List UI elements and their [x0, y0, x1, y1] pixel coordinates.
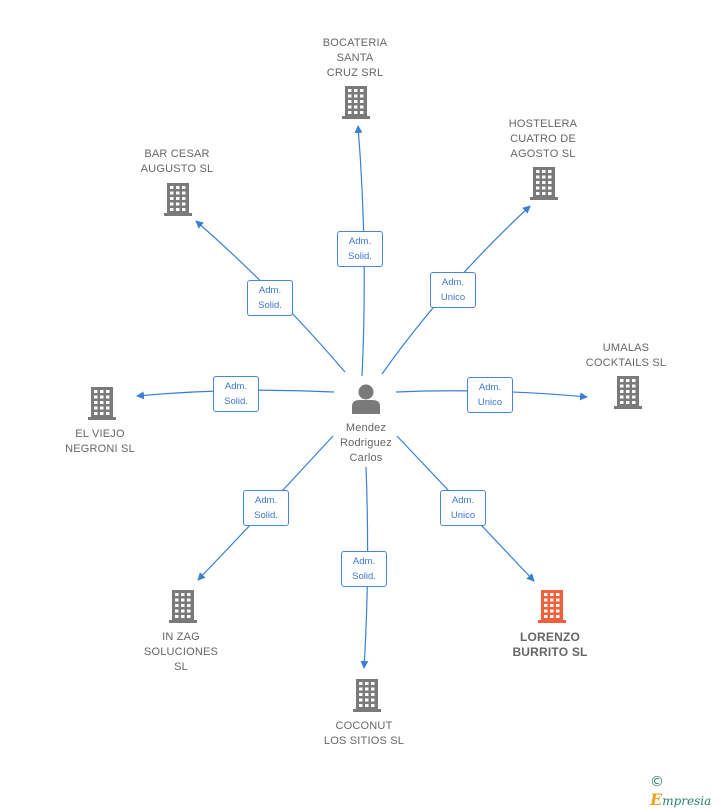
company-label-line: AGOSTO SL	[510, 148, 576, 160]
company-label-line: CUATRO DE	[510, 133, 576, 145]
company-label-bar-cesar[interactable]: BAR CESAR AUGUSTO SL	[117, 147, 237, 177]
building-icon-bocateria[interactable]	[342, 86, 370, 119]
person-icon[interactable]	[352, 384, 380, 415]
role-badge-hostelera[interactable]: Adm. Unico	[430, 272, 476, 308]
role-badge-bar-cesar[interactable]: Adm. Solid.	[247, 280, 293, 316]
building-icon-in-zag[interactable]	[169, 590, 197, 623]
company-label-line: HOSTELERA	[508, 118, 578, 130]
building-icon-el-viejo[interactable]	[88, 387, 116, 420]
role-badge-line: Unico	[450, 510, 476, 521]
role-badge-line: Solid.	[348, 251, 372, 262]
role-badge-lorenzo[interactable]: Adm. Unico	[440, 490, 486, 526]
role-badge-line: Solid.	[224, 396, 248, 407]
company-label-bocateria[interactable]: BOCATERIA SANTA CRUZ SRL	[295, 36, 415, 81]
role-badge-in-zag[interactable]: Adm. Solid.	[243, 490, 289, 526]
company-label-line: COCKTAILS SL	[585, 357, 667, 369]
center-name-line: Rodriguez	[340, 437, 392, 449]
role-badge-line: Adm.	[451, 495, 475, 506]
role-badge-line: Adm.	[258, 285, 282, 296]
company-label-line: EL VIEJO	[75, 428, 125, 440]
company-label-coconut[interactable]: COCONUT LOS SITIOS SL	[304, 719, 424, 749]
role-badge-line: Adm.	[254, 495, 278, 506]
company-label-hostelera[interactable]: HOSTELERA CUATRO DE AGOSTO SL	[483, 117, 603, 162]
role-badge-line: Solid.	[254, 510, 278, 521]
company-label-in-zag[interactable]: IN ZAG SOLUCIONES SL	[121, 630, 241, 675]
company-label-line: AUGUSTO SL	[140, 163, 214, 175]
building-icon-umalas[interactable]	[614, 376, 642, 409]
building-icon-hostelera[interactable]	[530, 167, 558, 200]
role-badge-line: Adm.	[441, 277, 465, 288]
role-badge-el-viejo[interactable]: Adm. Solid.	[213, 376, 259, 412]
company-label-line: SOLUCIONES	[143, 646, 219, 658]
company-label-line: UMALAS	[602, 342, 650, 354]
company-label-umalas[interactable]: UMALAS COCKTAILS SL	[566, 341, 686, 371]
building-icon-bar-cesar[interactable]	[164, 183, 192, 216]
role-badge-bocateria[interactable]: Adm. Solid.	[337, 231, 383, 267]
company-label-line: BOCATERIA	[322, 37, 388, 49]
role-badge-line: Adm.	[478, 382, 502, 393]
role-badge-line: Unico	[440, 292, 466, 303]
copyright-icon: ©	[650, 774, 664, 790]
company-label-line: SL	[174, 661, 188, 673]
brand-logo-initial: E	[650, 790, 663, 809]
company-label-line: LOS SITIOS SL	[323, 735, 405, 747]
role-badge-coconut[interactable]: Adm. Solid.	[341, 551, 387, 587]
center-name-line: Mendez	[345, 422, 387, 434]
role-badge-line: Adm.	[224, 381, 248, 392]
brand-logo-text: mpresia	[662, 794, 712, 808]
building-icon-lorenzo[interactable]	[538, 590, 566, 623]
footer-brand: © Empresia	[650, 774, 728, 809]
company-label-line: BURRITO SL	[512, 645, 588, 659]
role-badge-line: Adm.	[352, 556, 376, 567]
role-badge-line: Unico	[477, 397, 503, 408]
role-badge-line: Solid.	[258, 300, 282, 311]
company-label-line: COCONUT	[335, 720, 393, 732]
building-icon-coconut[interactable]	[353, 679, 381, 712]
company-label-line: IN ZAG	[162, 631, 200, 643]
role-badge-line: Solid.	[352, 571, 376, 582]
role-badge-umalas[interactable]: Adm. Unico	[467, 377, 513, 413]
company-label-line: NEGRONI SL	[65, 443, 135, 455]
company-label-line: LORENZO	[519, 630, 581, 644]
company-label-el-viejo[interactable]: EL VIEJO NEGRONI SL	[40, 427, 160, 457]
center-name-line: Carlos	[349, 452, 383, 464]
role-badge-line: Adm.	[348, 236, 372, 247]
company-label-line: SANTA	[336, 52, 374, 64]
company-label-line: BAR CESAR	[144, 148, 210, 160]
company-label-line: CRUZ SRL	[326, 67, 384, 79]
